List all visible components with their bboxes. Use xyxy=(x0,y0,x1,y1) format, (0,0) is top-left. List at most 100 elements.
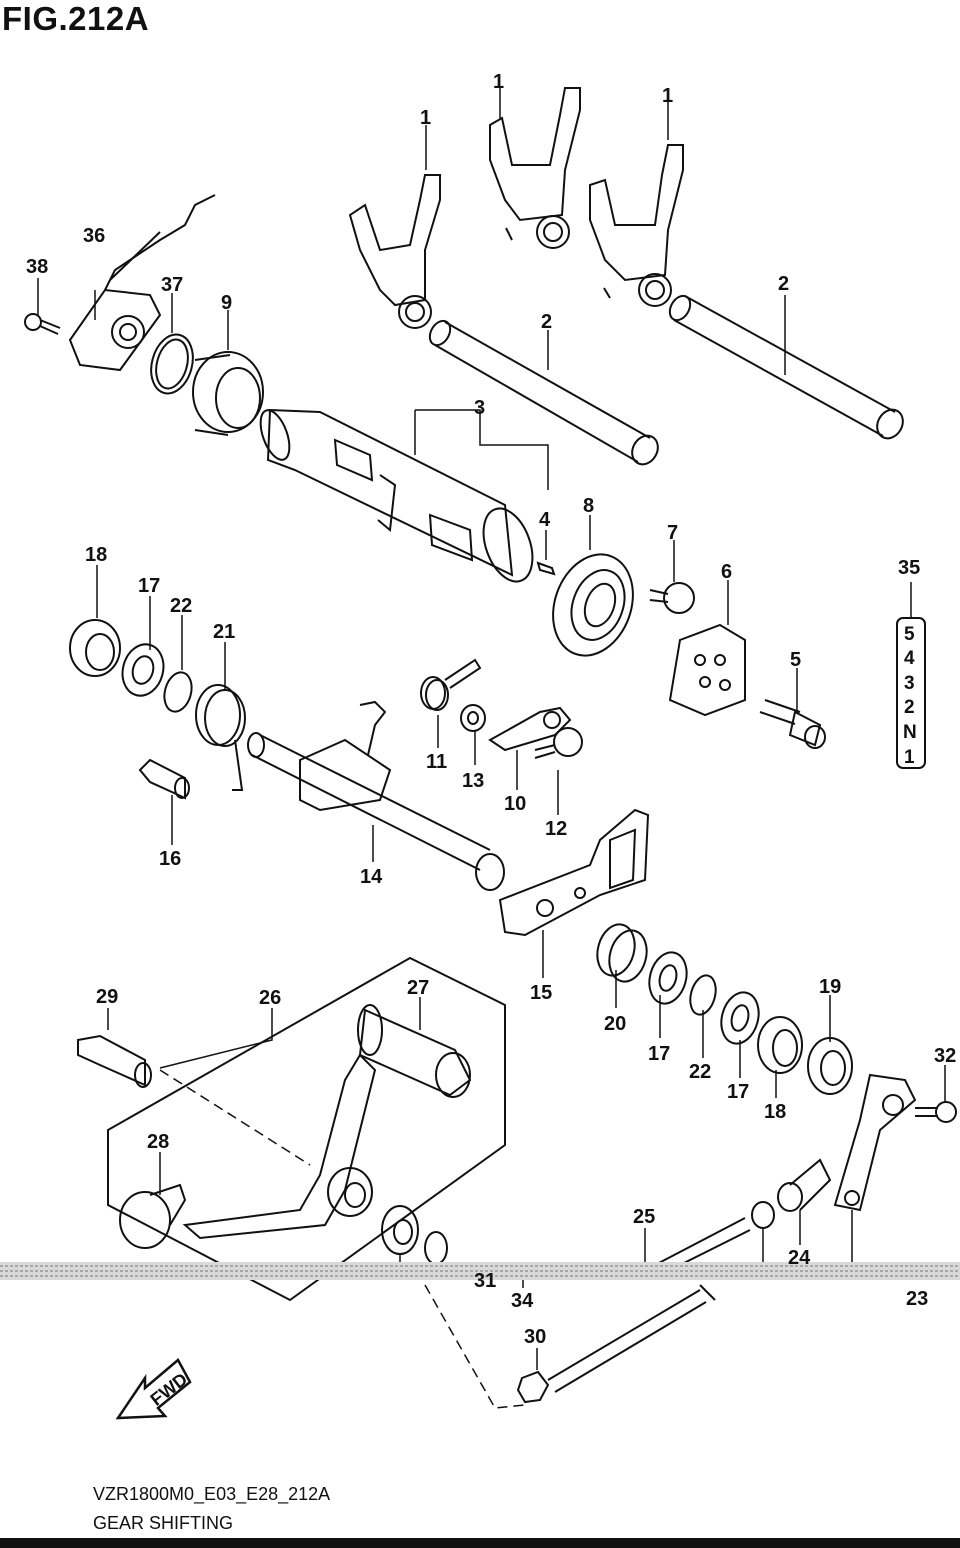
o-ring xyxy=(150,333,194,395)
part-number-label: 11 xyxy=(426,751,447,773)
gearshift-lever xyxy=(182,1053,377,1240)
part-number-label: 31 xyxy=(474,1270,496,1292)
part-number-label: 10 xyxy=(504,793,526,815)
stopper-arm xyxy=(488,706,572,752)
part-number-label: 4 xyxy=(539,509,551,531)
fwd-arrow xyxy=(115,1358,192,1420)
part-number-label: 7 xyxy=(667,522,678,544)
part-number-label: 3 xyxy=(474,397,485,419)
part-number-label: 17 xyxy=(727,1081,749,1103)
gearshift-link-rod xyxy=(547,1284,716,1393)
part-number-label: 24 xyxy=(788,1247,811,1269)
lever-bolt xyxy=(77,1034,152,1088)
oil-seal-shaft xyxy=(807,1037,853,1095)
shift-arm-plate xyxy=(498,808,650,937)
nut xyxy=(516,1370,550,1404)
part-number-label: 36 xyxy=(83,225,105,247)
gear-position-label: 1 xyxy=(904,747,915,768)
stopper-pin xyxy=(759,699,826,749)
oil-seal xyxy=(596,923,648,983)
cam-stopper-plate xyxy=(668,623,746,717)
gear-position-label: 2 xyxy=(904,697,915,718)
circlip xyxy=(163,671,193,713)
assembly-frame xyxy=(107,956,506,1302)
part-number-label: 1 xyxy=(420,107,431,129)
part-number-label: 18 xyxy=(85,544,107,566)
part-number-label: 27 xyxy=(407,977,429,999)
footrest-rubber xyxy=(357,1004,472,1098)
bolt xyxy=(649,582,695,614)
arm-washer xyxy=(460,704,486,732)
part-number-label: 16 xyxy=(159,848,181,870)
part-number-label: 38 xyxy=(26,256,48,278)
part-number-label: 19 xyxy=(819,976,841,998)
gearshift-shaft xyxy=(247,700,505,891)
shift-fork xyxy=(489,87,581,249)
figure-caption: GEAR SHIFTING xyxy=(93,1513,234,1533)
needle-bearing xyxy=(192,351,264,436)
cam-pin xyxy=(536,561,556,576)
part-number-label: 5 xyxy=(790,649,801,671)
part-number-label: 22 xyxy=(689,1061,711,1083)
part-number-label: 22 xyxy=(170,595,192,617)
lever-pivot-bolt xyxy=(119,1183,187,1249)
part-number-label: 9 xyxy=(221,292,232,314)
part-number-label: 18 xyxy=(764,1101,786,1123)
lever-washer xyxy=(381,1205,419,1255)
part-number-label: 30 xyxy=(524,1326,546,1348)
part-number-label: 2 xyxy=(541,311,552,333)
part-number-label: 37 xyxy=(161,274,183,296)
needle-bearing-shift-shaft xyxy=(69,619,121,677)
arm-bolt xyxy=(534,727,583,759)
fork-shaft xyxy=(428,319,659,466)
part-number-label: 17 xyxy=(138,575,160,597)
stopper-bolt xyxy=(138,758,190,800)
shift-fork xyxy=(348,174,441,329)
gearshift-cam xyxy=(259,408,534,583)
sensor-bolt xyxy=(24,313,61,335)
model-code: VZR1800M0_E03_E28_212A xyxy=(93,1484,331,1504)
fork-shaft xyxy=(668,294,904,440)
part-number-label: 13 xyxy=(462,770,484,792)
part-number-label: 20 xyxy=(604,1013,626,1035)
part-number-label: 15 xyxy=(530,982,552,1004)
gear-position-label: 3 xyxy=(904,673,915,694)
part-number-label: 1 xyxy=(493,71,504,93)
washer xyxy=(720,991,760,1045)
needle-bearing-shift-shaft xyxy=(757,1016,803,1074)
fwd-label: FWD xyxy=(147,1369,192,1410)
rod-end xyxy=(777,1158,832,1212)
part-number-label: 29 xyxy=(96,986,118,1008)
scan-noise-band xyxy=(0,1262,960,1280)
figure-title: FIG.212A xyxy=(2,0,150,37)
part-number-label: 6 xyxy=(721,561,732,583)
part-number-label: 35 xyxy=(898,557,920,579)
part-number-label: 28 xyxy=(147,1131,169,1153)
gearshift-arm xyxy=(833,1073,917,1212)
part-number-label: 34 xyxy=(511,1290,534,1312)
washer xyxy=(121,643,165,697)
part-number-label: 17 xyxy=(648,1043,670,1065)
gear-position-label: N xyxy=(903,722,917,743)
part-number-label: 26 xyxy=(259,987,281,1009)
gear-indicator-box xyxy=(896,582,926,769)
part-number-label: 23 xyxy=(906,1288,928,1310)
arm-pinch-bolt xyxy=(915,1101,957,1123)
bottom-border xyxy=(0,1538,960,1548)
shift-fork xyxy=(589,144,684,307)
return-spring xyxy=(195,684,246,791)
part-number-label: 1 xyxy=(662,85,673,107)
gear-position-sensor xyxy=(68,194,216,372)
washer xyxy=(648,951,688,1005)
part-number-label: 12 xyxy=(545,818,567,840)
part-number-label: 21 xyxy=(213,621,235,643)
gear-position-label: 5 xyxy=(904,624,915,645)
cam-bearing xyxy=(552,553,634,657)
part-number-label: 25 xyxy=(633,1206,655,1228)
arm-spring xyxy=(420,658,482,711)
lock-nut xyxy=(751,1201,775,1229)
lever-circlip xyxy=(424,1231,448,1265)
part-number-label: 14 xyxy=(360,866,383,888)
part-number-label: 8 xyxy=(583,495,594,517)
